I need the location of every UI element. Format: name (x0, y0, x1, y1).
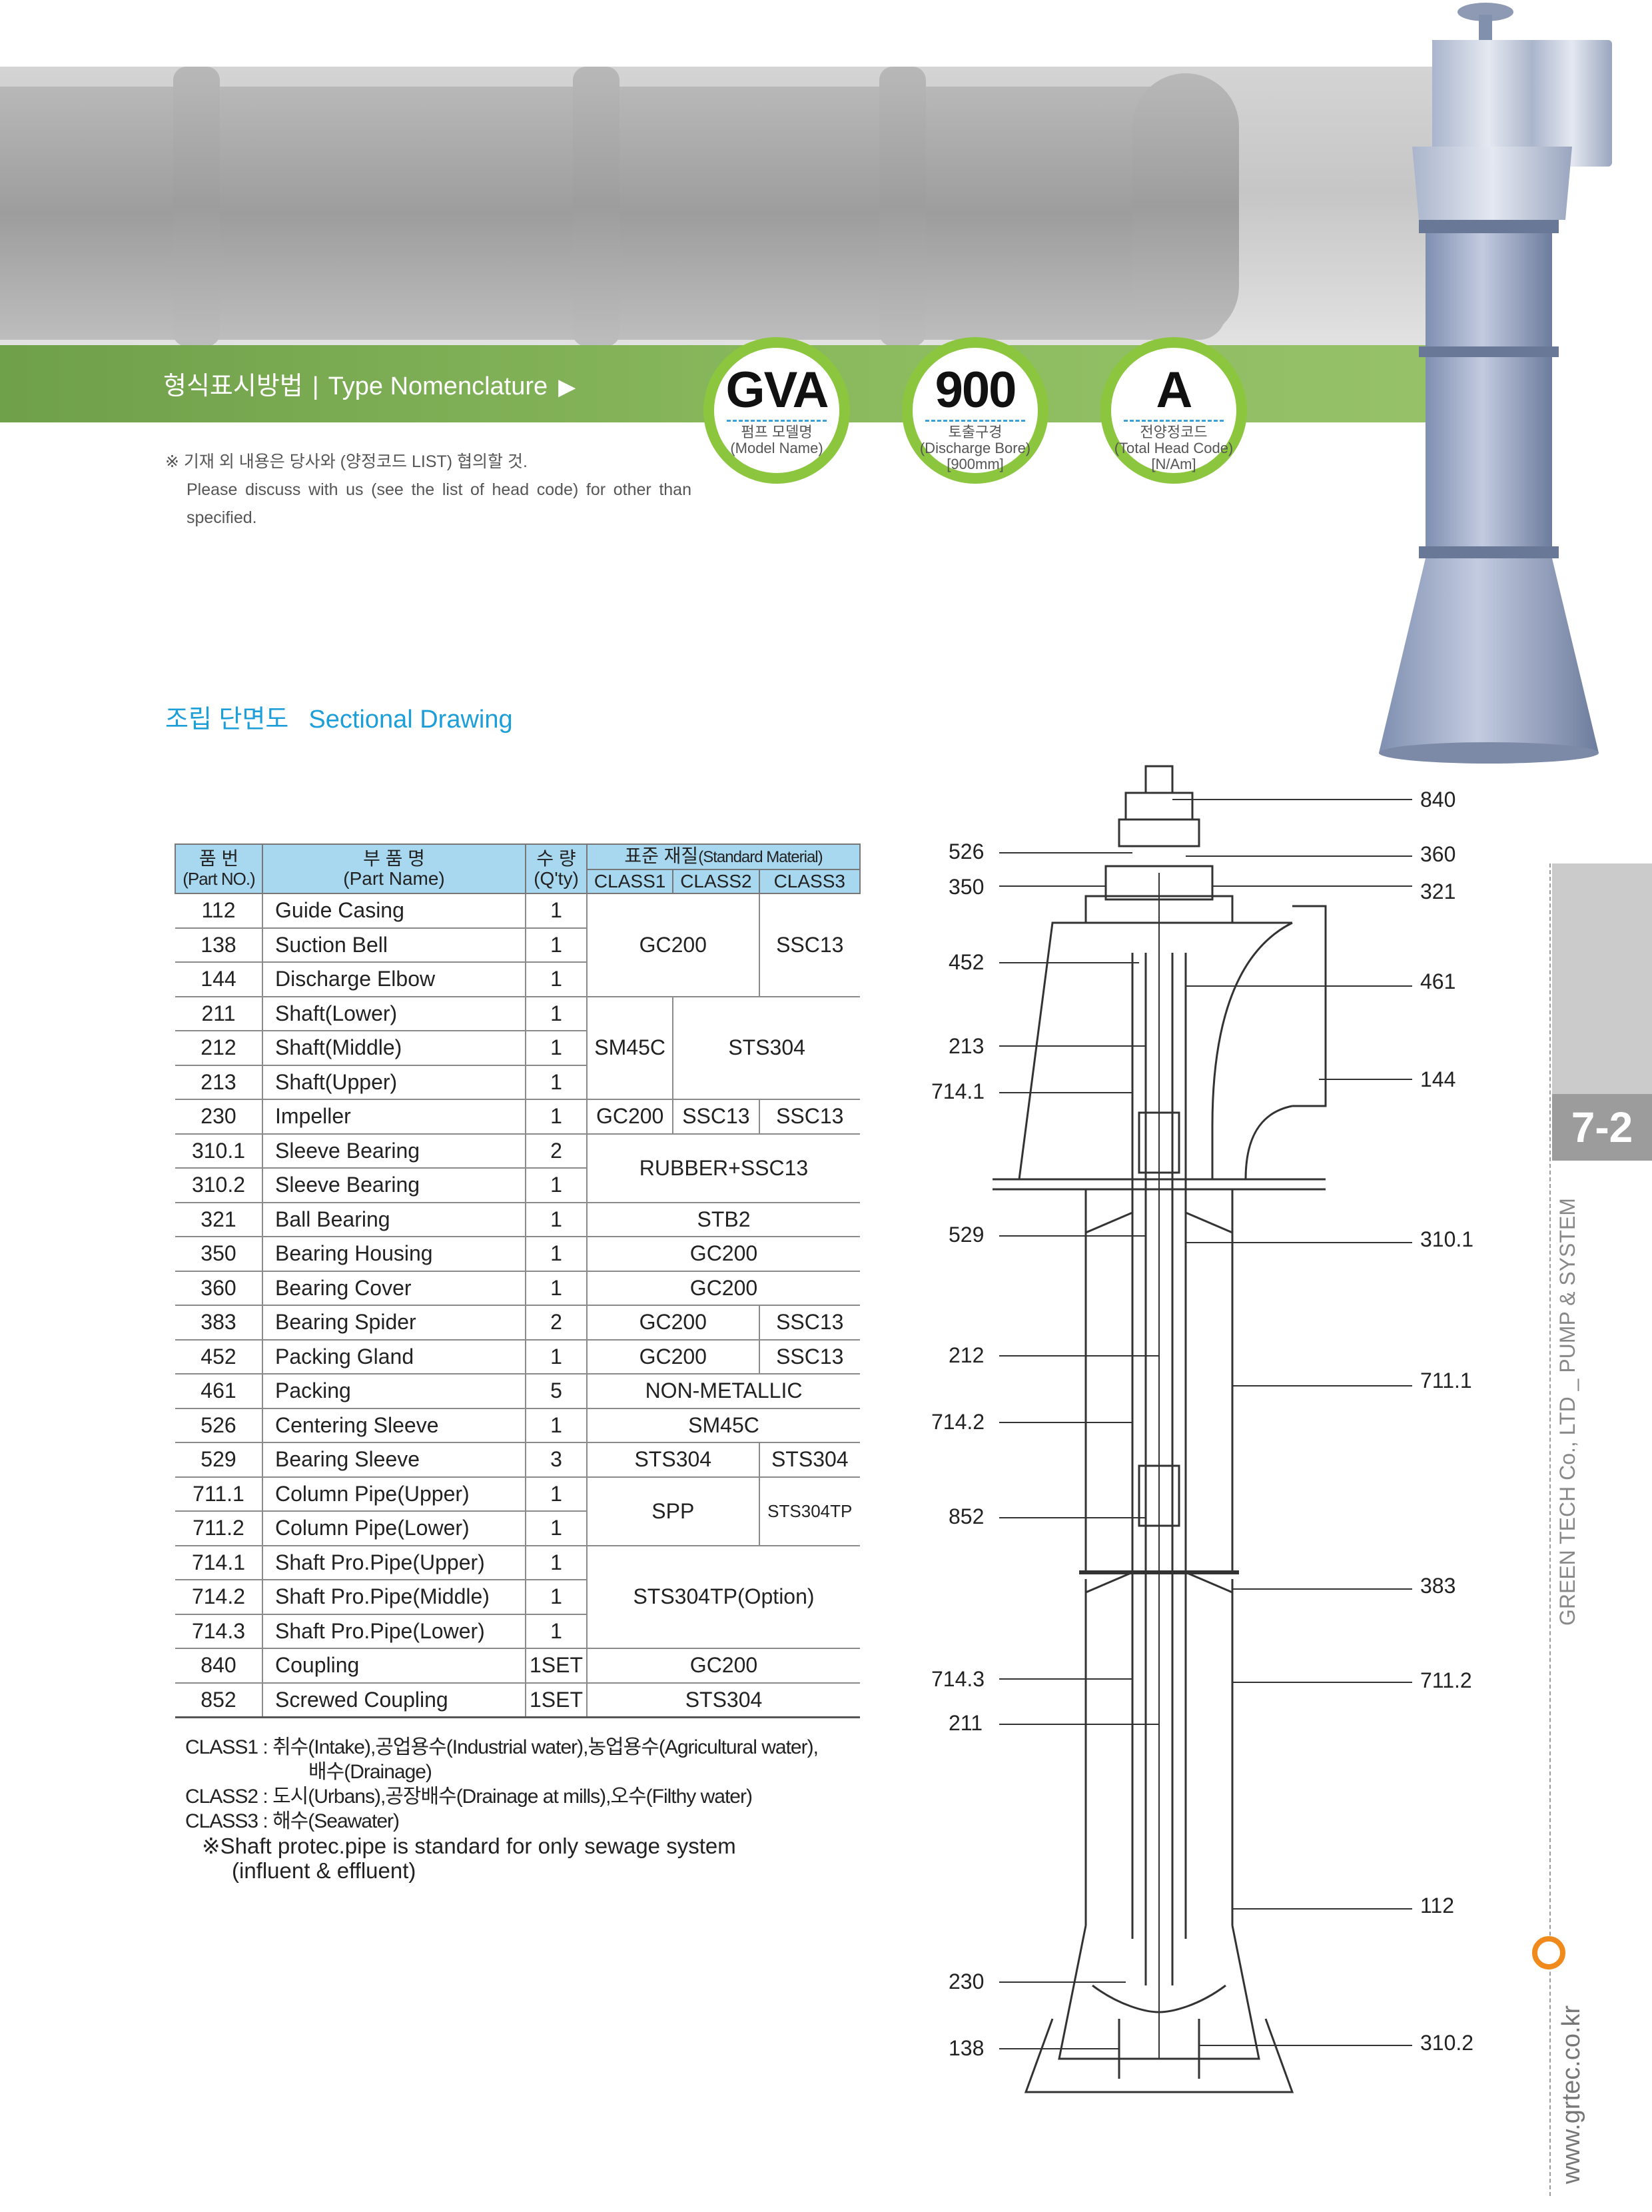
callout-714-2: 714.2 (931, 1410, 985, 1434)
banner-title-en: Type Nomenclature (328, 372, 548, 400)
header-part-no: 품 번(Part NO.) (175, 843, 263, 894)
sectional-drawing: 526 350 452 213 714.1 529 212 714.2 852 … (919, 753, 1492, 2099)
callout-211: 211 (949, 1711, 983, 1735)
callout-213: 213 (949, 1034, 985, 1058)
callout-350: 350 (949, 875, 985, 899)
legend-class1: CLASS1 : 취수(Intake),공업용수(Industrial wate… (185, 1736, 819, 1758)
badge-head: A 전양정코드 (Total Head Code) [N/Am] (1100, 337, 1247, 484)
note-ko: ※ 기재 외 내용은 당사와 (양정코드 LIST) 협의할 것. (165, 452, 528, 471)
badge-label-extra: [900mm] (947, 456, 1004, 472)
legend-note: ※Shaft protec.pipe is standard for only … (202, 1834, 736, 1858)
callout-230: 230 (949, 1969, 985, 1993)
header-part-name: 부 품 명(Part Name) (262, 843, 526, 894)
banner-title-ko: 형식표시방법 (163, 372, 303, 400)
section-title-ko: 조립 단면도 (165, 706, 289, 734)
badge-label-ko: 펌프 모델명 (741, 424, 813, 440)
callout-840: 840 (1420, 788, 1456, 812)
callout-852: 852 (949, 1504, 985, 1528)
badge-label-en: (Model Name) (730, 440, 823, 456)
badge-model: GVA 펌프 모델명 (Model Name) (703, 337, 850, 484)
header-material: 표준 재질(Standard Material) (586, 843, 861, 870)
company-name: GREEN TECH Co., LTD _ PUMP & SYSTEM (1555, 1198, 1579, 1626)
legend-class1-cont: 배수(Drainage) (308, 1761, 432, 1783)
badge-label-extra: [N/Am] (1151, 456, 1196, 472)
badge-bore: 900 토출구경 (Discharge Bore) [900mm] (902, 337, 1048, 484)
callout-112: 112 (1420, 1894, 1455, 1918)
pump-section-svg (993, 765, 1412, 2093)
callout-212: 212 (949, 1343, 985, 1367)
header-qty: 수 량(Q'ty) (525, 843, 588, 894)
badge-code: GVA (725, 362, 829, 418)
badge-label-ko: 전양정코드 (1140, 424, 1208, 440)
legend-note-cont: (influent & effluent) (232, 1858, 416, 1883)
header-photo (0, 67, 1485, 346)
chapter-tab: 7-2 (1552, 1094, 1652, 1161)
callout-138: 138 (949, 2036, 985, 2060)
parts-table: 품 번(Part NO.) 부 품 명(Part Name) 수 량(Q'ty)… (175, 843, 861, 1718)
callout-321: 321 (1420, 879, 1456, 903)
callout-711-1: 711.1 (1420, 1369, 1472, 1392)
callout-714-3: 714.3 (931, 1667, 985, 1691)
badge-label-en: (Total Head Code) (1114, 440, 1234, 456)
class-legend: CLASS1 : 취수(Intake),공업용수(Industrial wate… (185, 1735, 891, 1883)
side-dashed-line (1549, 863, 1551, 2196)
play-arrow-icon: ▶ (558, 374, 576, 400)
banner-separator: | (312, 372, 319, 400)
badge-label-ko: 토출구경 (948, 424, 1003, 440)
callout-711-2: 711.2 (1420, 1668, 1472, 1692)
callout-529: 529 (949, 1223, 985, 1247)
section-title-en: Sectional Drawing (308, 706, 513, 734)
callout-310-2: 310.2 (1420, 2031, 1474, 2055)
callout-360: 360 (1420, 842, 1456, 866)
legend-class2: CLASS2 : 도시(Urbans),공장배수(Drainage at mil… (185, 1786, 753, 1808)
header-class3: CLASS3 (758, 869, 861, 894)
header-class2: CLASS2 (672, 869, 760, 894)
badge-code: A (1156, 362, 1193, 418)
pump-photo (1379, 3, 1612, 764)
callout-310-1: 310.1 (1420, 1227, 1474, 1251)
badge-label-en: (Discharge Bore) (919, 440, 1031, 456)
callout-714-1: 714.1 (931, 1079, 985, 1103)
nomenclature-note: ※ 기재 외 내용은 당사와 (양정코드 LIST) 협의할 것. Please… (165, 448, 691, 532)
orange-ring-icon (1532, 1936, 1565, 1969)
callout-144: 144 (1420, 1067, 1456, 1091)
callout-526: 526 (949, 839, 985, 863)
legend-class3: CLASS3 : 해수(Seawater) (185, 1810, 400, 1832)
banner-title: 형식표시방법 | Type Nomenclature ▶ (163, 365, 576, 402)
callout-383: 383 (1420, 1574, 1456, 1598)
header-class1: CLASS1 (586, 869, 674, 894)
note-en: Please discuss with us (see the list of … (187, 480, 691, 527)
badge-code: 900 (935, 362, 1017, 418)
section-title: 조립 단면도 Sectional Drawing (165, 698, 513, 735)
callout-461: 461 (1420, 969, 1456, 993)
website-url: www.grtec.co.kr (1557, 2005, 1585, 2184)
callout-452: 452 (949, 950, 985, 974)
